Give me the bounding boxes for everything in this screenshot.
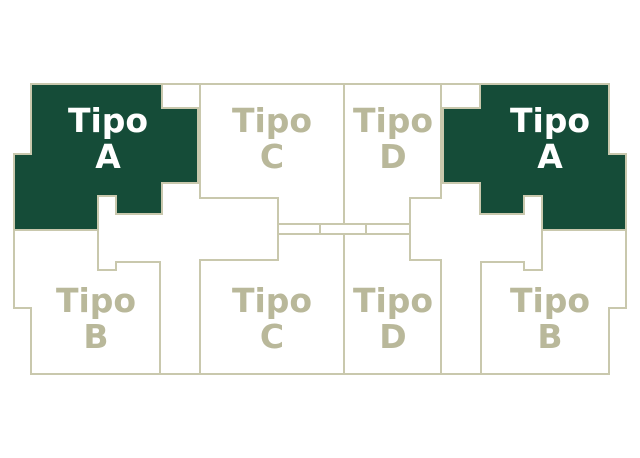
unit-a-right-letter-label: A — [537, 137, 563, 176]
unit-a-right-type-label: Tipo — [510, 101, 590, 140]
unit-b-right-type-label: Tipo — [510, 281, 590, 320]
unit-d-bottom-letter-label: D — [379, 317, 406, 356]
unit-b-right-letter-label: B — [537, 317, 562, 356]
unit-c-bottom-letter-label: C — [260, 317, 284, 356]
unit-a-left-letter-label: A — [95, 137, 121, 176]
unit-b-left[interactable] — [13, 229, 161, 375]
unit-b-left-type-label: Tipo — [56, 281, 136, 320]
unit-a-right[interactable] — [442, 83, 627, 231]
unit-b-right[interactable] — [480, 229, 627, 375]
unit-c-bottom-type-label: Tipo — [232, 281, 312, 320]
unit-d-bottom-type-label: Tipo — [353, 281, 433, 320]
unit-d-top[interactable] — [343, 83, 442, 225]
unit-c-top-type-label: Tipo — [232, 101, 312, 140]
unit-a-left-type-label: Tipo — [68, 101, 148, 140]
unit-a-left[interactable] — [13, 83, 199, 231]
unit-d-top-type-label: Tipo — [353, 101, 433, 140]
unit-b-left-letter-label: B — [83, 317, 108, 356]
unit-c-top-letter-label: C — [260, 137, 284, 176]
unit-d-bottom[interactable] — [343, 233, 442, 375]
unit-d-top-letter-label: D — [379, 137, 406, 176]
